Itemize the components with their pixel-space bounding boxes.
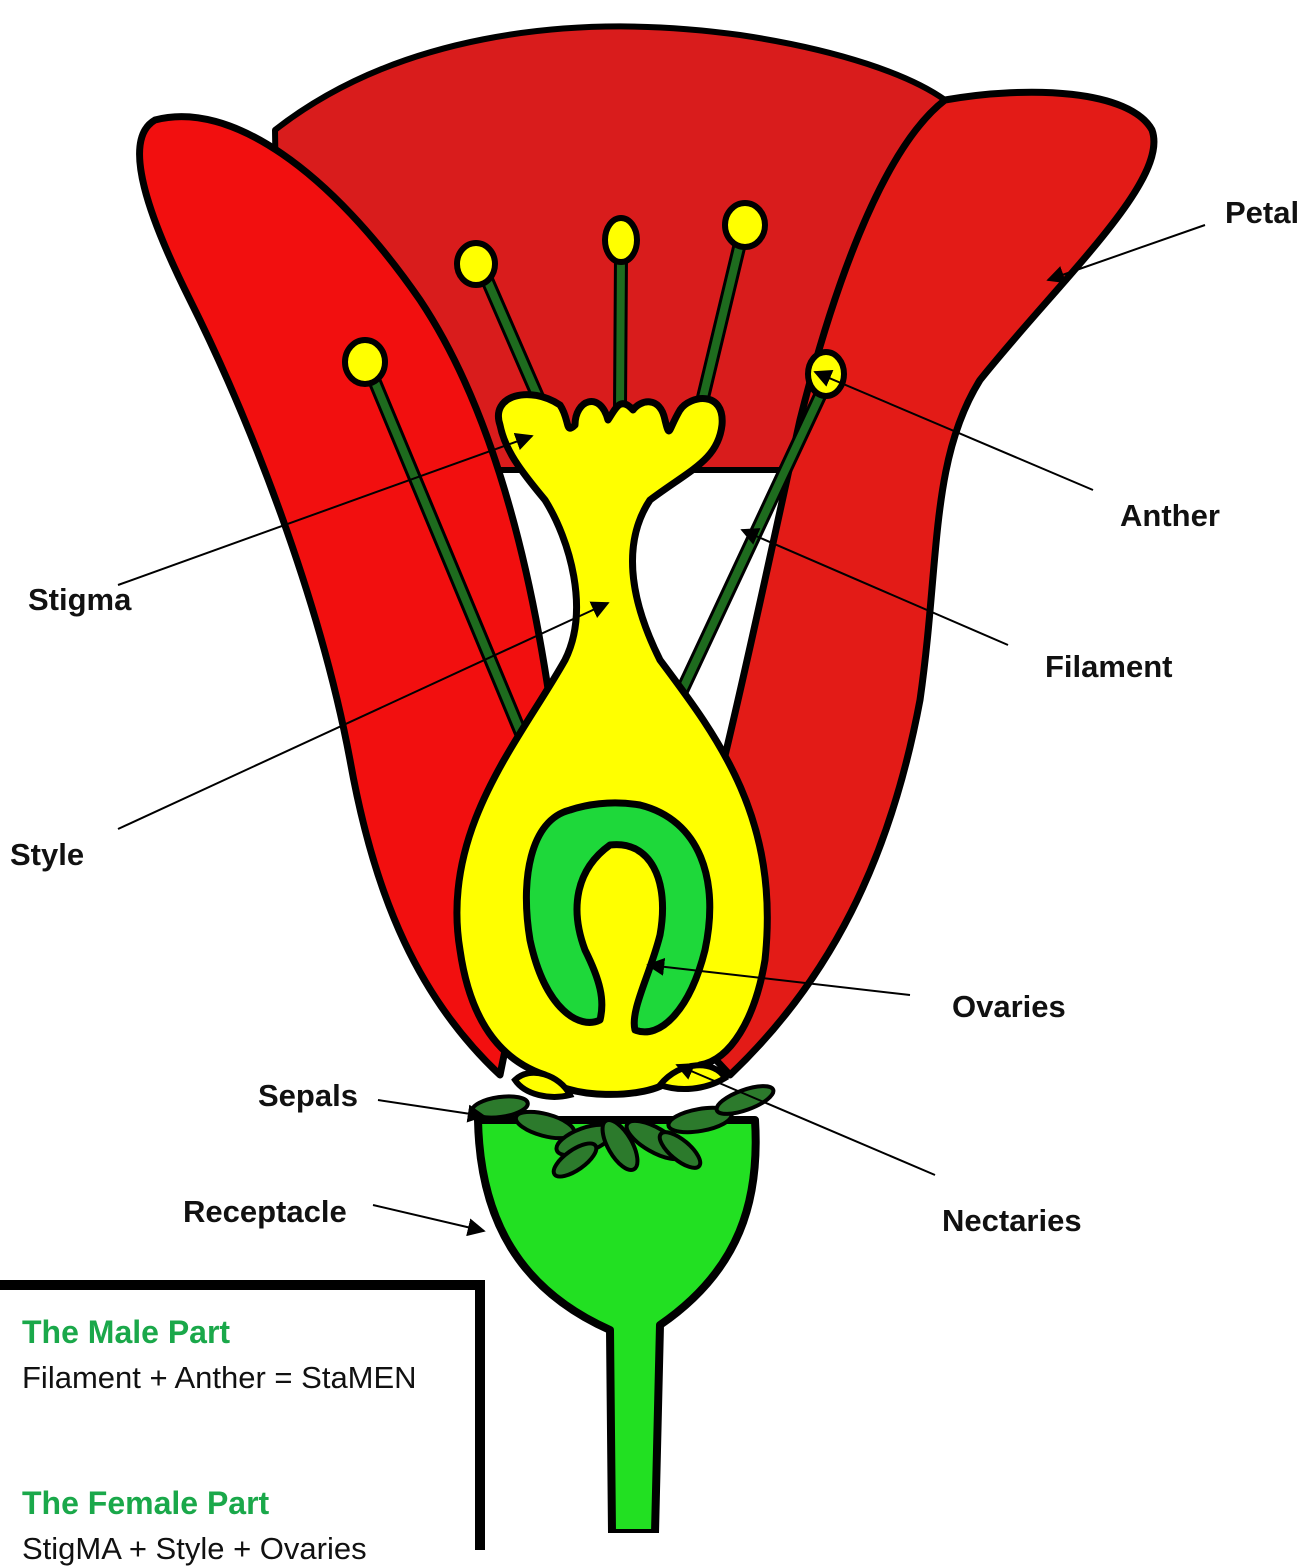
- male-part-title: The Male Part: [22, 1316, 230, 1348]
- stigma-label: Stigma: [28, 584, 131, 615]
- female-part-title: The Female Part: [22, 1487, 269, 1519]
- filament-label: Filament: [1045, 651, 1172, 682]
- male-part-text: Filament + Anther = StaMEN: [22, 1362, 417, 1393]
- ovaries-label: Ovaries: [952, 991, 1066, 1022]
- petal-label: Petal: [1225, 197, 1299, 228]
- sepals-label: Sepals: [258, 1080, 358, 1111]
- receptacle-label: Receptacle: [183, 1196, 347, 1227]
- female-part-text: StigMA + Style + Ovaries: [22, 1533, 367, 1564]
- nectaries-label: Nectaries: [942, 1205, 1082, 1236]
- legend-box: The Male Part Filament + Anther = StaMEN…: [0, 1280, 485, 1550]
- receptacle: [478, 1120, 756, 1533]
- style-label: Style: [10, 839, 84, 870]
- anther-label: Anther: [1120, 500, 1220, 531]
